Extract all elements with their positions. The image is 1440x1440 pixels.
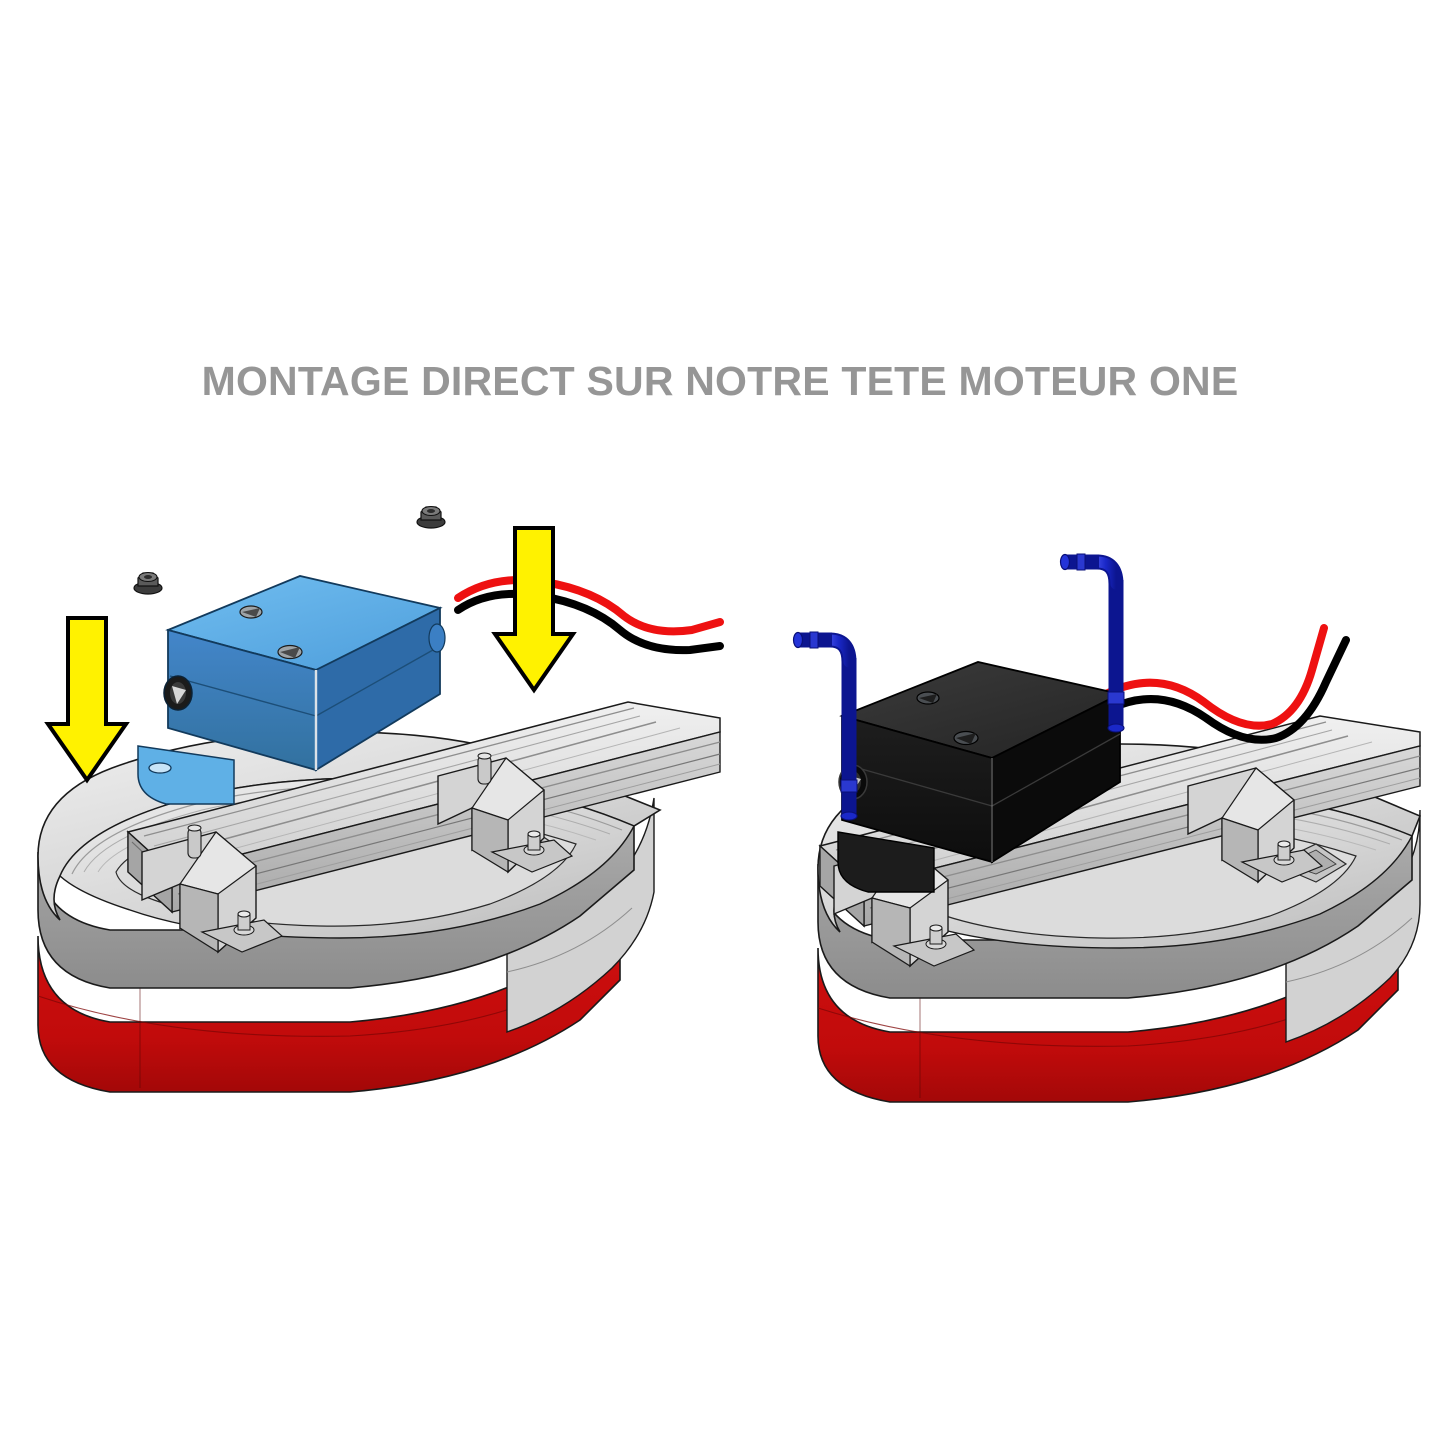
page-title: MONTAGE DIRECT SUR NOTRE TETE MOTEUR ONE xyxy=(201,358,1239,404)
module-lid-screw xyxy=(239,605,263,619)
rail-clamp-bracket-far xyxy=(1187,767,1324,884)
direction-arrow-down-right xyxy=(491,526,577,694)
rail-groove xyxy=(179,763,721,905)
hex-bolt xyxy=(523,830,545,856)
rail-groove xyxy=(861,741,1373,881)
hex-bolt xyxy=(925,924,947,950)
power-wire-pair xyxy=(1102,624,1350,744)
module-lid-seam xyxy=(843,763,993,807)
mounting-bracket-flange xyxy=(137,745,235,805)
motor-head-lobe-seam xyxy=(1285,917,1413,983)
bracket-slot-hole xyxy=(148,762,172,774)
hex-key-end xyxy=(840,811,858,821)
rail-groove xyxy=(869,767,1421,909)
module-lid-screw xyxy=(953,730,979,746)
hex-key-tip xyxy=(792,631,804,649)
motor-head-lobe-seam xyxy=(506,907,633,973)
panel-step-1-module-not-installed xyxy=(20,480,724,1120)
hex-key-tool-right[interactable] xyxy=(1059,553,1125,733)
control-module-black[interactable] xyxy=(837,661,1123,893)
mounting-bracket-flange xyxy=(837,831,935,893)
clamp-stud-pin xyxy=(477,752,492,785)
module-lid-screw xyxy=(277,644,303,660)
hex-key-tip xyxy=(1059,553,1071,571)
power-wire-red xyxy=(1102,624,1328,730)
hex-key-end xyxy=(1107,723,1125,733)
module-lid-seam xyxy=(991,733,1121,807)
module-lid-screw xyxy=(916,691,940,705)
power-wire-black xyxy=(454,589,724,655)
power-wire-black xyxy=(1108,636,1350,744)
hex-bolt xyxy=(233,910,255,936)
power-wire-red xyxy=(454,576,724,636)
rail-clamp-bracket-far xyxy=(437,752,574,874)
hex-key-collar xyxy=(1107,691,1125,705)
control-module-blue[interactable] xyxy=(137,575,446,805)
hex-key-tool-left[interactable] xyxy=(792,631,858,821)
flange-nut xyxy=(133,571,163,595)
hex-bolt xyxy=(1273,840,1295,866)
hex-key-collar xyxy=(1076,553,1086,571)
module-end-boss xyxy=(428,623,446,653)
module-lid-seam xyxy=(169,675,317,717)
hex-key-collar xyxy=(809,631,819,649)
module-lid-seam xyxy=(315,645,441,717)
panel-step-2-module-installed xyxy=(720,480,1422,1120)
flange-nut xyxy=(416,505,446,529)
hex-key-collar xyxy=(840,779,858,793)
direction-arrow-down-left xyxy=(44,616,130,784)
clamp-stud-pin xyxy=(187,824,202,859)
rail-groove xyxy=(169,727,681,867)
power-wire-pair xyxy=(454,576,724,655)
rail-groove xyxy=(153,715,641,847)
rail-groove xyxy=(143,707,635,837)
cable-grommet-port xyxy=(163,675,193,711)
rail-clamp-bracket-near xyxy=(141,824,284,954)
